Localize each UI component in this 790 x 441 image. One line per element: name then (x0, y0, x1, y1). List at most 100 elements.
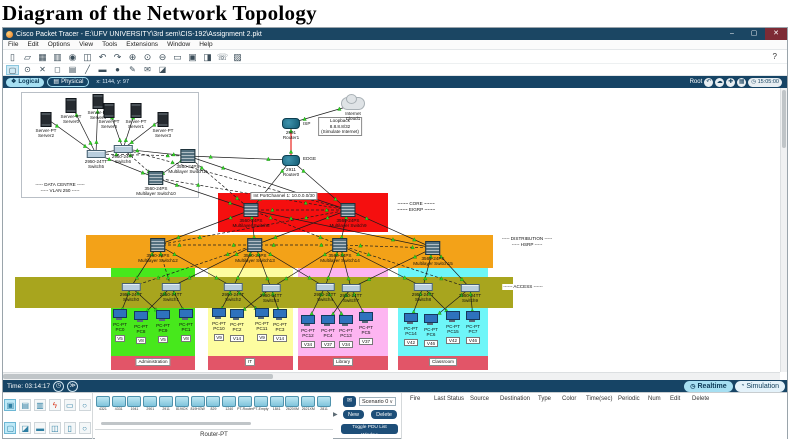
drawing-palette-icon[interactable]: ▭ (173, 51, 182, 62)
model-829[interactable]: 829 (206, 395, 222, 419)
zoom-in-icon[interactable]: ⊕ (128, 51, 137, 62)
model-1941[interactable]: 1941 (127, 395, 143, 419)
environment-icon[interactable]: ☁ (715, 77, 725, 87)
model-4331[interactable]: 4331 (111, 395, 127, 419)
back-icon[interactable]: ↶ (704, 77, 714, 87)
redo-icon[interactable]: ↷ (113, 51, 122, 62)
model-PT-Router[interactable]: PT-Router (237, 395, 253, 419)
category-components[interactable]: ▥ (34, 398, 47, 411)
resize-tool-icon[interactable]: ◻ (54, 64, 61, 74)
minimize-button[interactable]: – (730, 30, 734, 37)
category-end-devices[interactable]: ▤ (19, 398, 32, 411)
subcategory-hubs[interactable]: ▬ (34, 421, 47, 434)
ellipse-tool-icon[interactable]: ● (115, 64, 120, 74)
open-folder-icon[interactable]: ▱ (24, 51, 31, 62)
complex-pdu-icon[interactable]: ◪ (158, 64, 167, 74)
zoom-out-icon[interactable]: ⊖ (158, 51, 167, 62)
model-2811[interactable]: 2811 (316, 395, 332, 419)
maximize-button[interactable]: ▢ (750, 30, 758, 37)
delete-tool-icon[interactable]: ✕ (39, 64, 46, 74)
topology-canvas[interactable]: ----- DATA CENTRE ---------- VLAN 250 --… (3, 88, 780, 372)
background-icon[interactable]: ▦ (737, 77, 747, 87)
model-819HGW[interactable]: 819HGW (190, 395, 206, 419)
menu-window[interactable]: Window (167, 41, 191, 48)
menu-view[interactable]: View (79, 41, 94, 48)
menu-file[interactable]: File (8, 41, 19, 48)
model-PT-Empty[interactable]: PT-Empty (253, 395, 269, 419)
model-2620XM[interactable]: 2620XM (285, 395, 301, 419)
canvas-horizontal-scrollbar[interactable] (3, 372, 780, 380)
model-2901[interactable]: 2901 (142, 395, 158, 419)
model-2911[interactable]: 2911 (158, 395, 174, 419)
model-819IOX[interactable]: 819IOX (174, 395, 190, 419)
save-icon[interactable]: ▦ (38, 51, 47, 62)
multiuser-icon[interactable]: ◫ (83, 51, 92, 62)
canvas-vertical-scrollbar[interactable] (780, 88, 787, 372)
zoom-reset-icon[interactable]: ⊙ (143, 51, 152, 62)
inspect-tool-icon[interactable]: ⊙ (24, 64, 31, 74)
pan-icon[interactable]: ✚ (726, 77, 736, 87)
subcategory-wan-emulation[interactable]: ○ (78, 421, 91, 434)
category-multiuser[interactable]: ▭ (63, 398, 76, 411)
model-2621XM[interactable]: 2621XM (300, 395, 316, 419)
scenario-delete-button[interactable]: Delete (371, 410, 397, 419)
subcategory-switches[interactable]: ◪ (19, 421, 32, 434)
freeform-tool-icon[interactable]: ✎ (129, 64, 136, 74)
tab-simulation[interactable]: ◔ Simulation (734, 380, 785, 392)
tab-logical[interactable]: ❖ Logical (6, 77, 45, 87)
menu-extensions[interactable]: Extensions (126, 41, 159, 48)
menu-tools[interactable]: Tools (102, 41, 118, 48)
rectangle-tool-icon[interactable]: ▬ (98, 64, 107, 74)
scrollbar-thumb[interactable] (782, 90, 786, 148)
model-1240[interactable]: 1240 (221, 395, 237, 419)
clock-button[interactable]: ◷ (53, 380, 65, 392)
scenario-new-button[interactable]: New (343, 410, 365, 419)
device-dialog-icon[interactable]: ◨ (203, 51, 212, 62)
viewport-icon[interactable]: ▨ (233, 51, 242, 62)
scrollbar-thumb[interactable] (3, 374, 273, 379)
line-tool-icon[interactable]: ╱ (85, 64, 90, 74)
help-button[interactable]: ? (772, 52, 777, 61)
close-button[interactable]: ✕ (765, 28, 787, 40)
scenario-select[interactable]: Scenario 0 ∨ (359, 397, 396, 406)
category-power-grid[interactable]: ϟ (48, 398, 61, 411)
tab-realtime[interactable]: ◷ Realtime (684, 380, 733, 392)
print-icon[interactable]: ▥ (53, 51, 62, 62)
menu-edit[interactable]: Edit (27, 41, 39, 48)
new-file-icon[interactable]: ▯ (10, 51, 15, 62)
select-tool-icon[interactable]: ▢ (6, 64, 19, 75)
activity-wizard-icon[interactable]: ◉ (68, 51, 77, 62)
subcategory-security[interactable]: ▯ (63, 421, 76, 434)
pdu-envelope-button[interactable]: ✉ (343, 396, 356, 407)
expand-arrow-icon[interactable]: ▶ (333, 412, 338, 418)
fast-forward-button[interactable]: ≫ (67, 380, 79, 392)
category-network-devices[interactable]: ▣ (4, 398, 17, 411)
